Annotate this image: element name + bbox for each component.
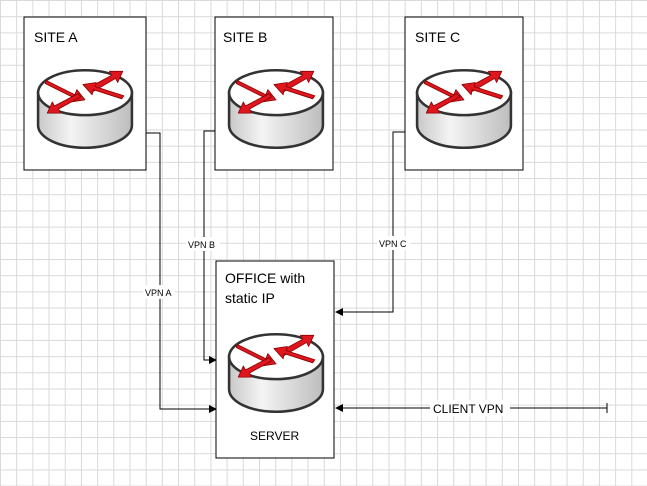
router-icon bbox=[227, 68, 325, 150]
site-a-title: SITE A bbox=[34, 29, 78, 45]
router-icon bbox=[227, 332, 325, 414]
office-title-line1: OFFICE with bbox=[225, 270, 305, 286]
office-title-line2: static IP bbox=[225, 290, 275, 306]
site-a-node[interactable]: SITE A bbox=[23, 16, 147, 171]
vpn-c-label: VPN C bbox=[379, 239, 407, 249]
site-b-node[interactable]: SITE B bbox=[214, 16, 334, 171]
vpn-c-line bbox=[335, 131, 406, 316]
connection-lines bbox=[146, 130, 608, 413]
server-label: SERVER bbox=[250, 429, 299, 443]
client-vpn-label: CLIENT VPN bbox=[433, 402, 503, 416]
site-c-node[interactable]: SITE C bbox=[404, 16, 524, 171]
vpn-a-line bbox=[146, 132, 217, 413]
vpn-b-label: VPN B bbox=[188, 240, 215, 250]
router-icon bbox=[415, 68, 513, 150]
office-node[interactable]: OFFICE with static IP SERVER bbox=[215, 260, 335, 459]
site-c-title: SITE C bbox=[415, 29, 460, 45]
router-icon bbox=[36, 68, 134, 150]
site-b-title: SITE B bbox=[223, 29, 267, 45]
vpn-a-label: VPN A bbox=[145, 288, 172, 298]
